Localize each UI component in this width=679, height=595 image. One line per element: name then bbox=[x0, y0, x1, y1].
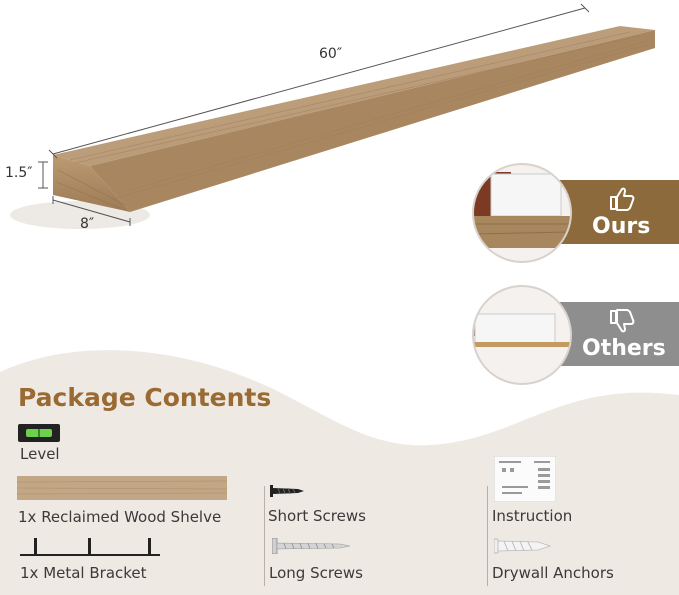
thumbs-up-icon bbox=[610, 187, 635, 211]
divider bbox=[264, 486, 265, 586]
instruction-sheet-icon bbox=[494, 456, 556, 502]
short-screw-icon bbox=[270, 485, 304, 497]
thumbs-down-icon bbox=[610, 309, 635, 333]
long-screws-label: Long Screws bbox=[269, 564, 363, 582]
depth-dimension-label: 8″ bbox=[80, 216, 95, 232]
short-screws-label: Short Screws bbox=[268, 507, 366, 525]
wood-shelf-icon bbox=[17, 476, 227, 500]
shelf-illustration bbox=[10, 3, 655, 229]
others-label: Others bbox=[582, 336, 666, 361]
metal-bracket-icon bbox=[20, 538, 160, 556]
length-dimension-label: 60″ bbox=[319, 46, 343, 62]
bracket-label: 1x Metal Bracket bbox=[20, 564, 147, 582]
thickness-dimension-label: 1.5″ bbox=[5, 165, 33, 181]
instruction-label: Instruction bbox=[492, 507, 573, 525]
ours-label: Ours bbox=[592, 214, 651, 239]
drywall-anchor-icon bbox=[494, 538, 552, 554]
level-label: Level bbox=[20, 445, 60, 463]
long-screw-icon bbox=[272, 538, 350, 554]
package-contents-title: Package Contents bbox=[18, 383, 272, 412]
ours-closeup bbox=[472, 163, 572, 263]
drywall-anchors-label: Drywall Anchors bbox=[492, 564, 614, 582]
shelf-label: 1x Reclaimed Wood Shelve bbox=[18, 508, 222, 526]
level-icon bbox=[18, 424, 60, 442]
divider bbox=[487, 486, 488, 586]
others-closeup bbox=[472, 285, 572, 385]
